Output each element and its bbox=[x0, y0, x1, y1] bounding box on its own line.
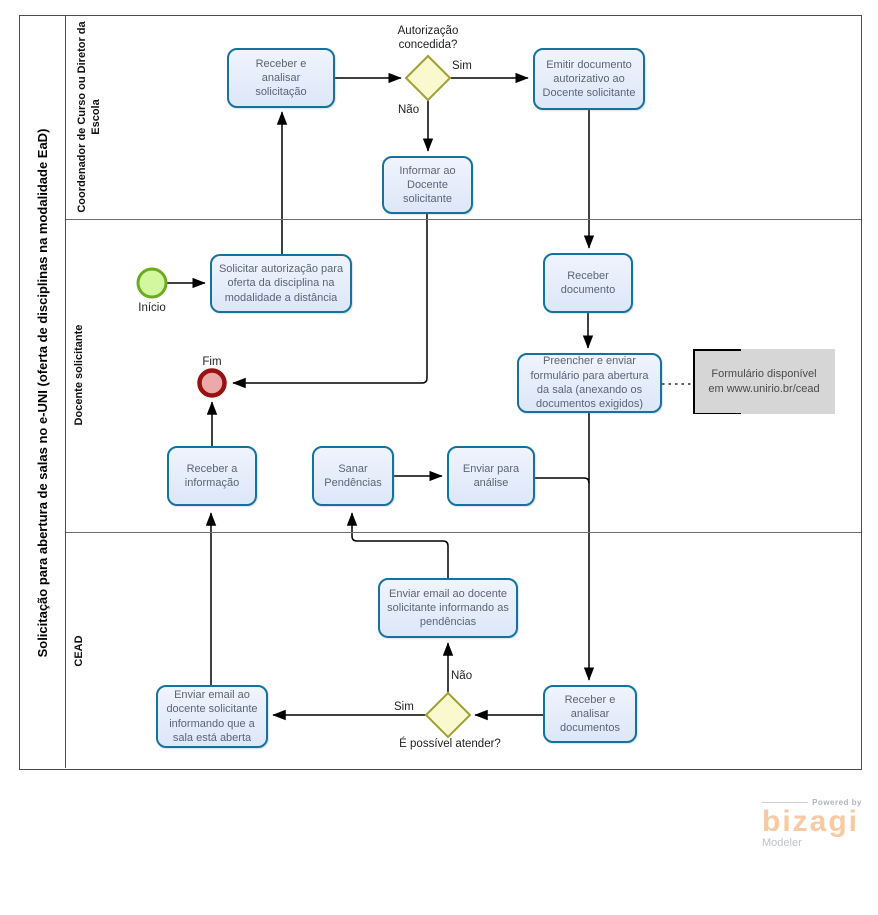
start-event-label: Início bbox=[138, 302, 166, 314]
flow-enviar-analise-to-receber-documentos bbox=[535, 477, 590, 484]
task-informar-docente[interactable]: Informar ao Docente solicitante bbox=[382, 156, 473, 214]
lane-divider-1 bbox=[66, 219, 861, 220]
task-label: Sanar Pendências bbox=[324, 462, 382, 489]
task-label: Receber e analisar documentos bbox=[560, 693, 620, 735]
task-receber-analisar-documentos[interactable]: Receber e analisar documentos bbox=[543, 685, 637, 743]
start-event[interactable] bbox=[136, 267, 168, 299]
task-label: Informar ao Docente solicitante bbox=[399, 164, 456, 206]
task-label: Receber e analisar solicitação bbox=[255, 57, 307, 99]
gateway2-question: É possível atender? bbox=[399, 738, 501, 750]
task-receber-documento[interactable]: Receber documento bbox=[543, 253, 633, 313]
lane-label-coordenador: Coordenador de Curso ou Diretor da Escol… bbox=[76, 21, 102, 213]
lane-label-cead: CEAD bbox=[73, 635, 86, 667]
gateway-autorizacao-concedida[interactable] bbox=[404, 54, 452, 102]
flow-label-sim2: Sim bbox=[394, 701, 414, 713]
task-label: Receber documento bbox=[560, 269, 616, 296]
task-enviar-email-sala-aberta[interactable]: Enviar email ao docente solicitante info… bbox=[156, 685, 268, 748]
task-label: Enviar para análise bbox=[462, 462, 520, 489]
end-event-label: Fim bbox=[202, 356, 222, 368]
task-emitir-documento[interactable]: Emitir documento autorizativo ao Docente… bbox=[533, 48, 645, 110]
flow-informar-to-fim bbox=[232, 214, 428, 389]
annotation-bracket bbox=[693, 349, 741, 351]
annotation-bracket bbox=[693, 412, 741, 414]
task-receber-analisar-solicitacao[interactable]: Receber e analisar solicitação bbox=[227, 48, 335, 108]
end-event[interactable] bbox=[197, 368, 227, 398]
text-annotation[interactable]: Formulário disponível em www.unirio.br/c… bbox=[693, 349, 835, 414]
annotation-text: Formulário disponível em www.unirio.br/c… bbox=[708, 367, 820, 395]
task-label: Emitir documento autorizativo ao Docente… bbox=[542, 58, 636, 100]
lane-label-docente: Docente solicitante bbox=[73, 324, 86, 426]
gateway-e-possivel-atender[interactable] bbox=[424, 691, 472, 739]
powered-by-text: Powered by bbox=[812, 798, 862, 807]
task-label: Solicitar autorização para oferta da dis… bbox=[218, 263, 344, 304]
task-enviar-para-analise[interactable]: Enviar para análise bbox=[447, 446, 535, 506]
pool-title-divider bbox=[65, 15, 66, 768]
task-receber-informacao[interactable]: Receber a informação bbox=[167, 446, 257, 506]
task-label: Preencher e enviar formulário para abert… bbox=[530, 355, 649, 411]
flow-email-pendencias-to-sanar bbox=[346, 512, 449, 578]
gateway1-question: Autorização concedida? bbox=[397, 25, 459, 52]
flow-label-sim1: Sim bbox=[452, 60, 472, 72]
bizagi-branding: Powered by bizagi Modeler bbox=[762, 798, 862, 849]
powered-by-line bbox=[762, 802, 809, 803]
task-sanar-pendencias[interactable]: Sanar Pendências bbox=[312, 446, 394, 506]
task-solicitar-autorizacao[interactable]: Solicitar autorização para oferta da dis… bbox=[210, 254, 352, 313]
annotation-bracket bbox=[693, 349, 695, 414]
task-label: Enviar email ao docente solicitante info… bbox=[387, 587, 509, 629]
task-label: Receber a informação bbox=[184, 462, 240, 489]
task-preencher-formulario[interactable]: Preencher e enviar formulário para abert… bbox=[517, 353, 662, 413]
flow-label-nao1: Não bbox=[398, 104, 420, 116]
bizagi-logo: bizagi bbox=[762, 805, 860, 838]
bizagi-modeler-text: Modeler bbox=[762, 837, 802, 849]
task-label: Enviar email ao docente solicitante info… bbox=[166, 688, 258, 744]
pool-border bbox=[19, 15, 862, 770]
pool-title: Solicitação para abertura de salas no e-… bbox=[34, 128, 50, 658]
lane-divider-2 bbox=[66, 532, 861, 533]
task-enviar-email-pendencias[interactable]: Enviar email ao docente solicitante info… bbox=[378, 578, 518, 638]
flow-label-nao2: Não bbox=[451, 670, 473, 682]
